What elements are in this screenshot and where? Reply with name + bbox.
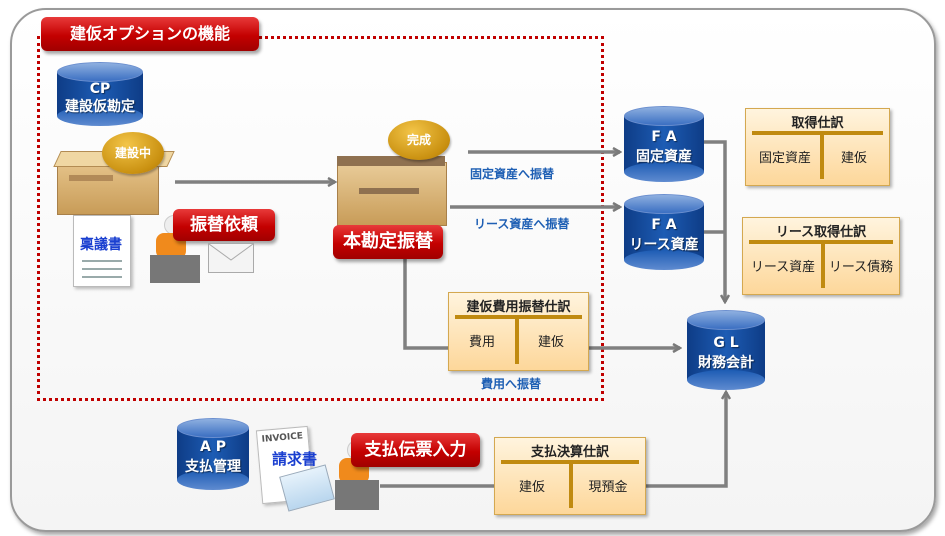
gl-name: 財務会計 <box>698 355 754 371</box>
journal-debit: 建仮 <box>518 480 545 495</box>
journal-debit: 固定資産 <box>758 151 811 166</box>
fa-lease-asset-database: F A リース資産 <box>624 194 704 270</box>
building-completed-icon <box>337 152 449 226</box>
main-account-transfer-button: 本勘定振替 <box>333 225 443 259</box>
line-transfer-to-expense <box>403 258 448 350</box>
journal-credit: リース債務 <box>828 260 894 275</box>
journal-debit: リース資産 <box>750 260 816 275</box>
journal-expense-transfer: 建仮費用振替仕訳 費用 建仮 <box>448 292 589 371</box>
proposal-label: 稟議書 <box>80 237 122 253</box>
journal-credit: 建仮 <box>537 335 564 350</box>
journal-title: 取得仕訳 <box>791 116 844 131</box>
arrow-fa-to-gl <box>703 140 725 302</box>
invoice-label: 請求書 <box>272 450 318 468</box>
journal-title: 建仮費用振替仕訳 <box>466 300 571 315</box>
status-badge-completed: 完成 <box>388 120 450 160</box>
fa-lease-name: リース資産 <box>629 237 699 253</box>
payment-slip-entry-button: 支払伝票入力 <box>351 433 480 467</box>
journal-payment-settlement: 支払決算仕訳 建仮 現預金 <box>494 437 646 515</box>
transfer-request-button: 振替依頼 <box>173 209 275 241</box>
cp-name: 建設仮勘定 <box>65 99 135 115</box>
journal-debit: 費用 <box>468 335 495 350</box>
proposal-document-icon: 稟議書 <box>73 215 131 287</box>
section-title: 建仮オプションの機能 <box>41 17 259 51</box>
label-to-fixed-asset: 固定資産へ振替 <box>470 167 555 181</box>
label-to-lease-asset: リース資産へ振替 <box>474 217 570 231</box>
cp-database: CP 建設仮勘定 <box>57 62 143 126</box>
gl-database: G L 財務会計 <box>687 310 765 390</box>
cp-code: CP <box>89 81 111 97</box>
fa-fixed-asset-database: F A 固定資産 <box>624 106 704 182</box>
ap-name: 支払管理 <box>185 459 241 475</box>
fa-lease-code: F A <box>651 217 677 233</box>
journal-acquisition: 取得仕訳 固定資産 建仮 <box>745 108 890 186</box>
fa-fixed-name: 固定資産 <box>636 149 692 165</box>
journal-credit: 建仮 <box>840 151 867 166</box>
journal-credit: 現預金 <box>588 480 628 495</box>
arrow-payment-to-gl <box>638 392 726 488</box>
gl-code: G L <box>713 335 739 351</box>
journal-lease-acquisition: リース取得仕訳 リース資産 リース債務 <box>742 217 900 295</box>
mail-envelope-icon <box>208 243 254 273</box>
journal-title: 支払決算仕訳 <box>530 445 609 460</box>
option-scope-border <box>37 36 604 401</box>
status-badge-under-construction: 建設中 <box>102 132 164 174</box>
ap-code: A P <box>200 439 226 455</box>
fa-fixed-code: F A <box>651 129 677 145</box>
journal-title: リース取得仕訳 <box>775 225 867 240</box>
invoice-header: INVOICE <box>261 431 304 445</box>
ap-database: A P 支払管理 <box>177 418 249 490</box>
label-to-expense: 費用へ振替 <box>481 377 542 391</box>
